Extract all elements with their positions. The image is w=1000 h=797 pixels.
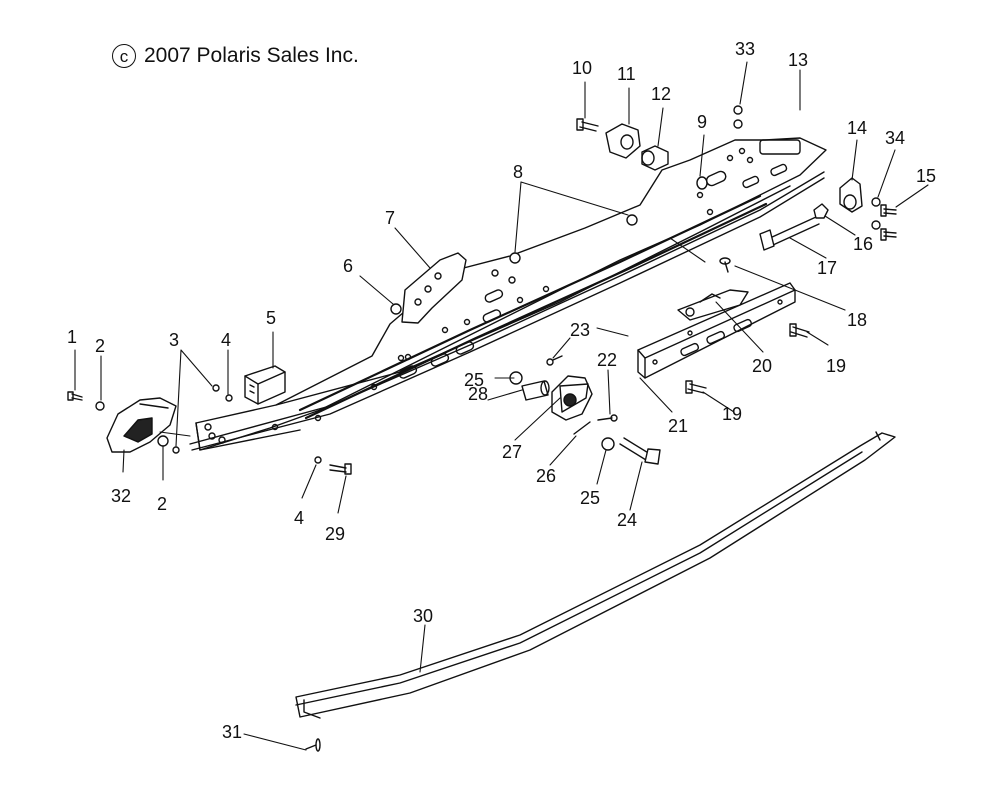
callout-label: 26 bbox=[536, 466, 556, 486]
hardware bbox=[95, 105, 881, 464]
callout-label: 8 bbox=[513, 162, 523, 182]
bracket bbox=[677, 289, 749, 321]
callout-label: 24 bbox=[617, 510, 637, 530]
callout-label: 6 bbox=[343, 256, 353, 276]
copyright-symbol: c bbox=[112, 44, 136, 68]
callout-label: 19 bbox=[826, 356, 846, 376]
copyright-text: 2007 Polaris Sales Inc. bbox=[144, 44, 359, 67]
callout-label: 15 bbox=[916, 166, 936, 186]
leader-lines bbox=[74, 61, 929, 751]
callout-label: 18 bbox=[847, 310, 867, 330]
callout-label: 25 bbox=[464, 370, 484, 390]
callout-label: 14 bbox=[847, 118, 867, 138]
mount-plate bbox=[401, 252, 467, 324]
callout-label: 11 bbox=[617, 64, 636, 84]
copyright-notice: c 2007 Polaris Sales Inc. bbox=[112, 44, 359, 68]
callout-label: 32 bbox=[111, 486, 131, 506]
callout-label: 3 bbox=[169, 330, 179, 350]
callout-label: 17 bbox=[817, 258, 837, 278]
callout-labels: 1 2 3 4 5 32 2 4 29 6 7 8 10 11 12 9 33 … bbox=[67, 39, 936, 742]
toe-cap bbox=[106, 397, 177, 453]
callout-label: 5 bbox=[266, 308, 276, 328]
callout-label: 4 bbox=[294, 508, 304, 528]
slider-block bbox=[637, 282, 796, 379]
callout-label: 4 bbox=[221, 330, 231, 350]
callout-label: 27 bbox=[502, 442, 522, 462]
callout-label: 30 bbox=[413, 606, 433, 626]
callout-label: 20 bbox=[752, 356, 772, 376]
callout-label: 12 bbox=[651, 84, 671, 104]
callout-label: 31 bbox=[222, 722, 242, 742]
callout-label: 9 bbox=[697, 112, 707, 132]
callout-label: 22 bbox=[597, 350, 617, 370]
callout-label: 23 bbox=[570, 320, 590, 340]
callout-label: 21 bbox=[668, 416, 688, 436]
callout-label: 34 bbox=[885, 128, 905, 148]
callout-label: 19 bbox=[722, 404, 742, 424]
callout-label: 25 bbox=[580, 488, 600, 508]
callout-label: 13 bbox=[788, 50, 808, 70]
callout-label: 10 bbox=[572, 58, 592, 78]
callout-label: 28 bbox=[468, 384, 488, 404]
callout-label: 1 bbox=[67, 327, 77, 347]
callout-label: 33 bbox=[735, 39, 755, 59]
wear-bar bbox=[295, 431, 896, 719]
bolts bbox=[67, 118, 897, 752]
callout-label: 2 bbox=[95, 336, 105, 356]
callout-label: 29 bbox=[325, 524, 345, 544]
callout-label: 2 bbox=[157, 494, 167, 514]
callout-label: 16 bbox=[853, 234, 873, 254]
stop-block bbox=[244, 365, 286, 405]
callout-label: 7 bbox=[385, 208, 395, 228]
idler-assembly bbox=[521, 375, 593, 421]
